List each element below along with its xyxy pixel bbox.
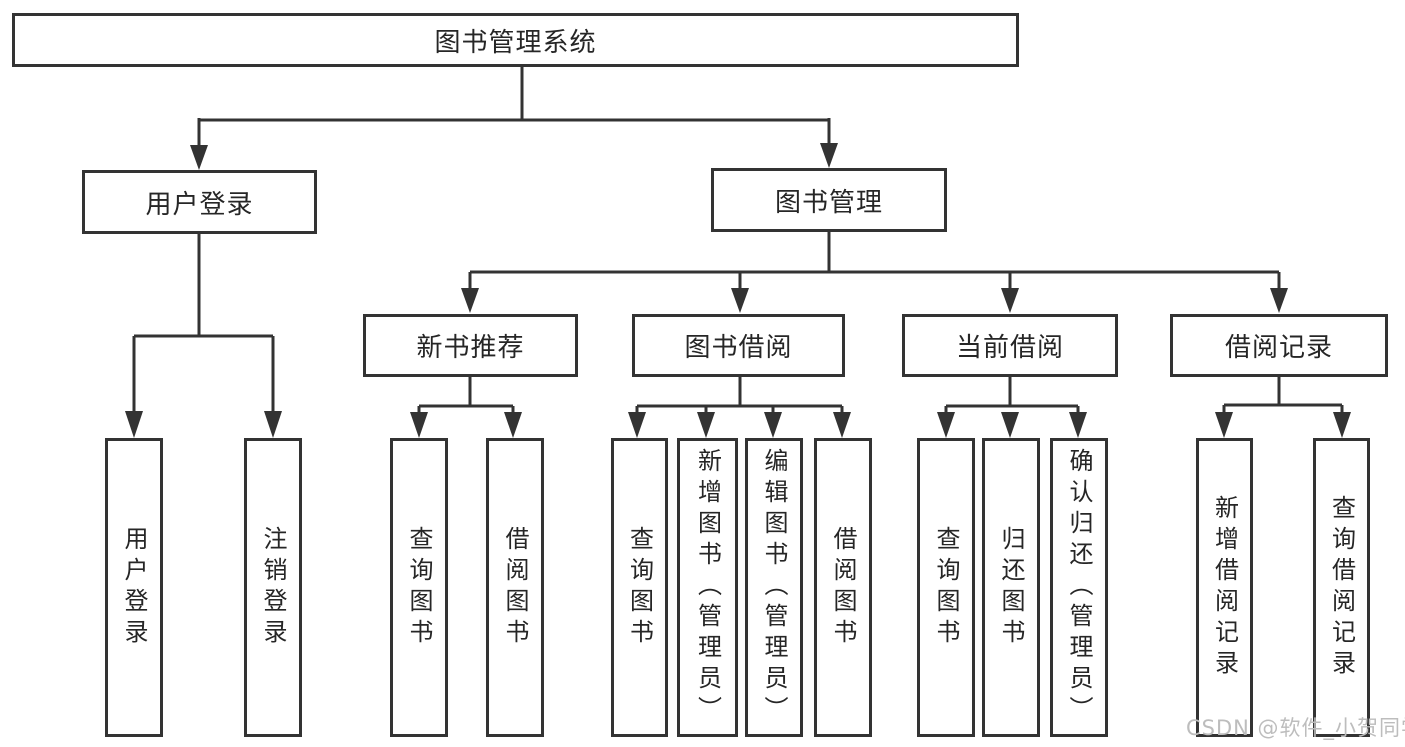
leaf-newbook-borrow-label: 借阅图书 [501, 525, 529, 650]
leaf-newbook-borrow: 借阅图书 [486, 438, 544, 737]
node-book-borrow: 图书借阅 [632, 314, 845, 377]
leaf-user-login-label: 用户登录 [120, 525, 148, 650]
leaf-records-add-label: 新增借阅记录 [1210, 494, 1239, 681]
leaf-newbook-query-label: 查询图书 [405, 525, 433, 650]
node-borrow-records-label: 借阅记录 [1224, 333, 1333, 363]
leaf-current-return-label: 归还图书 [997, 525, 1025, 650]
node-user-login-label: 用户登录 [145, 189, 254, 220]
leaf-records-query-label: 查询借阅记录 [1327, 494, 1356, 681]
connector-borrow-to-leaves [628, 377, 851, 438]
connector-records-to-leaves [1215, 377, 1351, 438]
connector-userlogin-to-leaves [125, 234, 282, 438]
node-current-borrow: 当前借阅 [902, 314, 1118, 377]
leaf-borrow-add: 新增图书（管理员） [677, 438, 738, 737]
node-book-mgmt: 图书管理 [711, 168, 947, 232]
node-user-login: 用户登录 [82, 170, 317, 234]
connector-root-to-level2 [190, 67, 838, 170]
node-borrow-records: 借阅记录 [1170, 314, 1388, 377]
leaf-current-return: 归还图书 [982, 438, 1040, 737]
node-root-label: 图书管理系统 [434, 27, 597, 58]
leaf-user-login: 用户登录 [105, 438, 163, 737]
leaf-borrow-borrow-label: 借阅图书 [829, 525, 857, 650]
connector-bookmgmt-to-level3 [461, 232, 1288, 313]
leaf-logout-label: 注销登录 [259, 525, 287, 650]
node-book-borrow-label: 图书借阅 [684, 333, 793, 363]
node-current-borrow-label: 当前借阅 [955, 333, 1064, 363]
leaf-current-confirm: 确认归还（管理员） [1050, 438, 1108, 737]
leaf-borrow-query: 查询图书 [611, 438, 668, 737]
node-new-book-rec-label: 新书推荐 [416, 333, 525, 363]
leaf-current-query: 查询图书 [917, 438, 975, 737]
leaf-current-query-label: 查询图书 [932, 525, 960, 650]
connector-current-to-leaves [937, 377, 1087, 438]
connector-newbook-to-leaves [410, 377, 522, 438]
leaf-borrow-add-label: 新增图书（管理员） [693, 448, 722, 727]
watermark: CSDN @软件_小贺同学 [1186, 716, 1405, 740]
leaf-borrow-borrow: 借阅图书 [814, 438, 872, 737]
leaf-borrow-query-label: 查询图书 [625, 525, 654, 650]
leaf-borrow-edit: 编辑图书（管理员） [745, 438, 803, 737]
leaf-records-query: 查询借阅记录 [1313, 438, 1370, 737]
node-root: 图书管理系统 [12, 13, 1019, 67]
node-new-book-rec: 新书推荐 [363, 314, 578, 377]
leaf-records-add: 新增借阅记录 [1196, 438, 1253, 737]
leaf-newbook-query: 查询图书 [390, 438, 448, 737]
leaf-borrow-edit-label: 编辑图书（管理员） [760, 448, 788, 727]
leaf-current-confirm-label: 确认归还（管理员） [1065, 448, 1093, 727]
node-book-mgmt-label: 图书管理 [774, 187, 883, 218]
leaf-logout: 注销登录 [244, 438, 302, 737]
